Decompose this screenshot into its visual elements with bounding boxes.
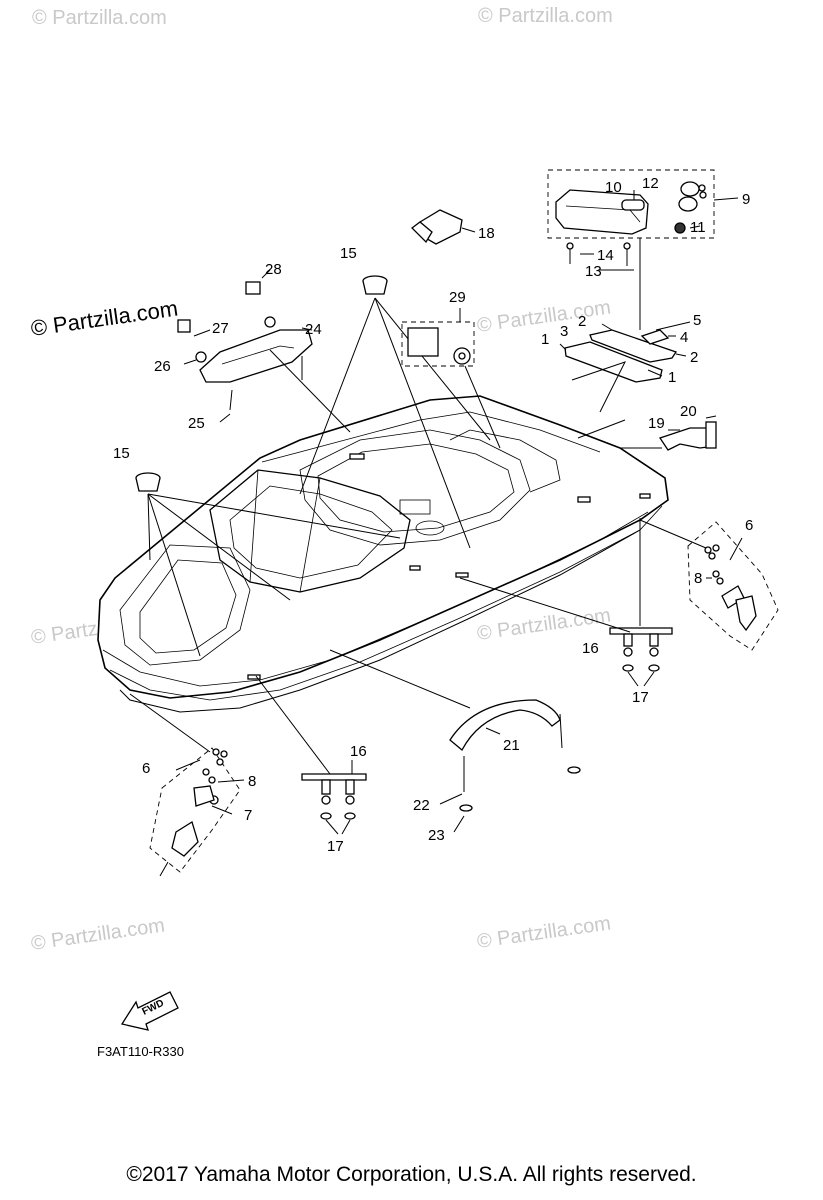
cleat-right — [704, 544, 757, 632]
callout-4: 4 — [680, 329, 688, 346]
callout-18: 18 — [478, 225, 495, 242]
deck-cleat-right — [609, 627, 673, 672]
cleat-left — [171, 748, 228, 857]
bracket-group-outline — [547, 169, 715, 239]
callout-29: 29 — [449, 289, 466, 306]
copyright-notice: ©2017 Yamaha Motor Corporation, U.S.A. A… — [126, 1163, 697, 1186]
callout-21: 21 — [503, 737, 520, 754]
callout-1: 1 — [541, 331, 549, 348]
callout-5: 5 — [693, 312, 701, 329]
control-panel — [407, 327, 471, 365]
watermark: © Partzilla.com — [30, 914, 167, 955]
callout-8: 8 — [694, 570, 702, 587]
watermark: © Partzilla.com — [478, 5, 613, 27]
callout-28: 28 — [265, 261, 282, 278]
callout-9: 9 — [742, 191, 750, 208]
callout-1: 1 — [668, 369, 676, 386]
callout-13: 13 — [585, 263, 602, 280]
callout-25: 25 — [188, 415, 205, 432]
callout-17: 17 — [327, 838, 344, 855]
callout-16: 16 — [582, 640, 599, 657]
callout-19: 19 — [648, 415, 665, 432]
callout-23: 23 — [428, 827, 445, 844]
cleat-group-outline-left — [149, 747, 241, 873]
callout-15: 15 — [340, 245, 357, 262]
boat-hull — [97, 395, 669, 713]
bracket-assembly — [555, 181, 707, 266]
panel-group-outline — [401, 321, 475, 367]
callout-6: 6 — [745, 517, 753, 534]
callout-17: 17 — [632, 689, 649, 706]
callout-7: 7 — [244, 807, 252, 824]
callout-3: 3 — [560, 323, 568, 340]
callout-22: 22 — [413, 797, 430, 814]
callout-10: 10 — [605, 179, 622, 196]
cup-holder — [135, 275, 388, 492]
callout-14: 14 — [597, 247, 614, 264]
callout-8: 8 — [248, 773, 256, 790]
watermark-dark: © Partzilla.com — [29, 296, 179, 341]
callout-2: 2 — [578, 313, 586, 330]
callout-12: 12 — [642, 175, 659, 192]
mirror — [411, 209, 463, 245]
watermark: © Partzilla.com — [32, 7, 167, 29]
callout-15: 15 — [113, 445, 130, 462]
rail-assembly — [564, 321, 691, 383]
callout-26: 26 — [154, 358, 171, 375]
callout-2: 2 — [690, 349, 698, 366]
callout-20: 20 — [680, 403, 697, 420]
watermark: © Partzilla.com — [476, 912, 613, 953]
cleat-group-outline-right — [687, 521, 779, 651]
ski-pylon — [449, 699, 581, 812]
callout-16: 16 — [350, 743, 367, 760]
grab-handle — [177, 281, 313, 411]
callout-27: 27 — [212, 320, 229, 337]
callout-labels: 1 1 2 2 3 4 5 6 6 7 8 8 9 10 11 12 13 14… — [113, 175, 753, 855]
callout-11: 11 — [690, 219, 706, 236]
tow-hook — [658, 421, 717, 451]
callout-6: 6 — [142, 760, 150, 777]
deck-cleat-left — [301, 773, 367, 820]
callout-24: 24 — [305, 321, 322, 338]
watermark: © Partzilla.com — [476, 604, 613, 645]
fwd-arrow-icon: FWD — [120, 991, 179, 1031]
figure-reference: F3AT110-R330 — [97, 1044, 184, 1059]
